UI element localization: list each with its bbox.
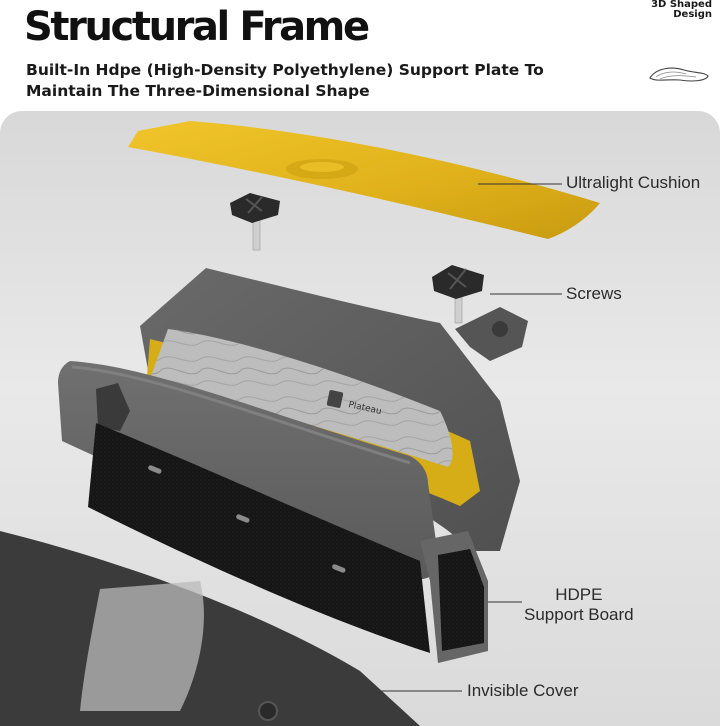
callout-invisible-cover: Invisible Cover (467, 681, 579, 700)
callout-board-line-1: HDPE (555, 585, 603, 604)
invisible-cover (0, 531, 420, 726)
callout-screws: Screws (566, 284, 622, 303)
structural-frame: Plateau (58, 268, 528, 663)
screw-left (230, 193, 280, 251)
ultralight-cushion (128, 121, 600, 239)
screw-right (432, 265, 484, 324)
page-subtitle: Built-In Hdpe (High-Density Polyethylene… (26, 60, 544, 102)
shaped-design-badge: 3D Shaped Design (651, 0, 712, 20)
badge-line-2: Design (673, 9, 712, 20)
page-title: Structural Frame (24, 4, 370, 50)
insole-outline-icon (649, 67, 709, 82)
callout-board-line-2: Support Board (524, 605, 634, 624)
callout-ultralight-cushion: Ultralight Cushion (566, 173, 701, 192)
exploded-view-illustration: Plateau (0, 121, 600, 726)
callout-hdpe-support-board: HDPE Support Board (524, 585, 634, 625)
subtitle-line-2: Maintain The Three-Dimensional Shape (26, 82, 370, 100)
product-panel: Plateau Ultralight (0, 111, 720, 726)
badge-line-1: 3D Shaped (651, 0, 712, 10)
subtitle-line-1: Built-In Hdpe (High-Density Polyethylene… (26, 61, 544, 79)
hdpe-support-board (88, 423, 430, 653)
